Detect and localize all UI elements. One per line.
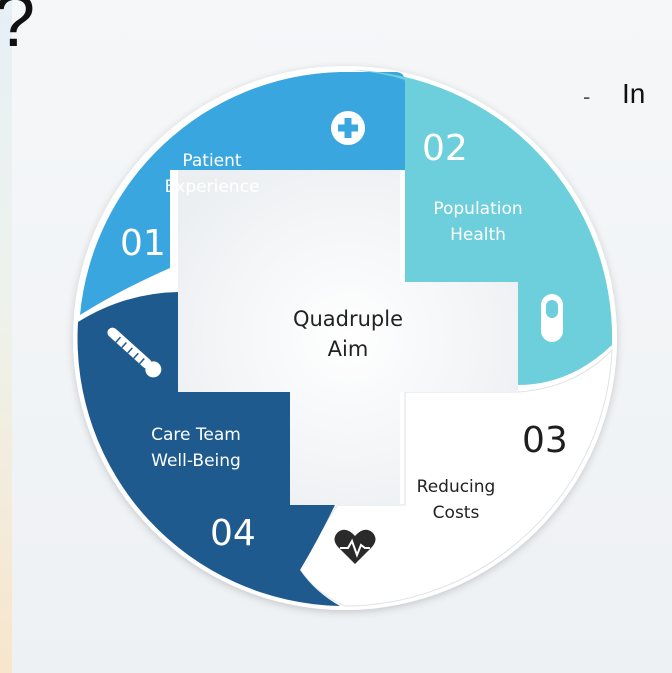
segment-01-number: 01 — [120, 223, 166, 264]
pill-capsule-icon — [541, 294, 563, 342]
center-label-line1: Quadruple — [293, 307, 403, 331]
left-edge-strip — [0, 0, 12, 673]
segment-03-number: 03 — [522, 420, 568, 461]
segment-04-number: 04 — [210, 513, 256, 554]
segment-03-line2: Costs — [433, 503, 480, 523]
thermometer-icon — [107, 327, 162, 378]
bullet-dash: - — [583, 84, 591, 109]
corner-question-mark: ? — [0, 0, 35, 58]
segment-02-number: 02 — [422, 128, 468, 169]
segment-03-reducing-costs — [299, 348, 613, 607]
segment-01-patient-experience — [80, 72, 405, 315]
segment-02-line1: Population — [433, 199, 522, 219]
segment-01-line2: Experience — [165, 177, 260, 197]
segment-04-line1: Care Team — [151, 425, 241, 445]
center-label-line2: Aim — [328, 337, 369, 361]
heart-pulse-icon — [334, 529, 376, 564]
segment-04-care-team-well-being — [77, 292, 340, 606]
segment-03-line1: Reducing — [417, 477, 496, 497]
center-cross — [178, 170, 518, 505]
segment-01-line1: Patient — [182, 151, 242, 171]
plus-circle-icon — [331, 111, 365, 145]
segment-04-line2: Well-Being — [151, 451, 241, 471]
segment-02-line2: Health — [450, 225, 506, 245]
bullet-text: In — [622, 78, 646, 109]
